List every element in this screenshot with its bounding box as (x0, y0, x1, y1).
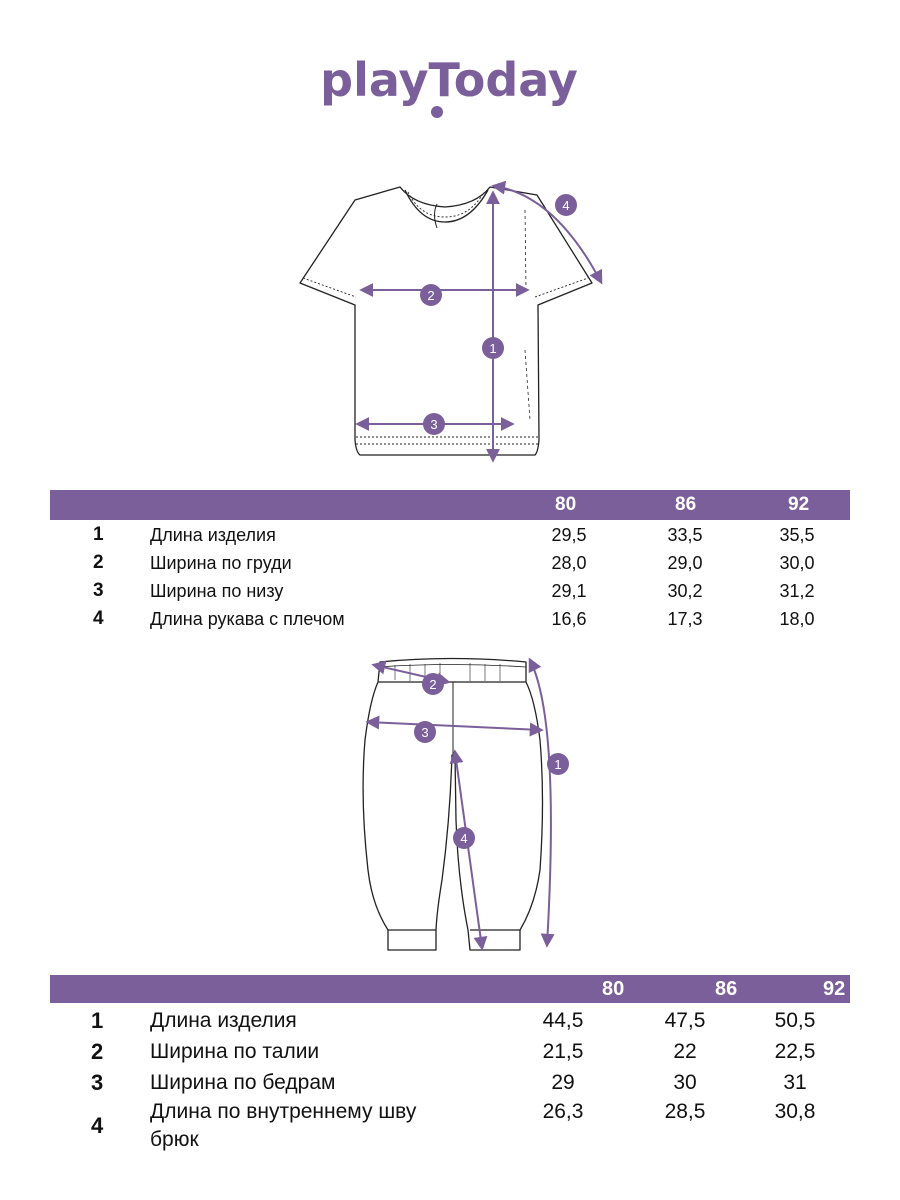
value-80: 44,5 (542, 1009, 584, 1032)
brand-logo-dot (431, 106, 443, 118)
row-label: Длина изделия (150, 525, 276, 545)
size-header-86: 86 (675, 494, 697, 515)
value-86: 30 (673, 1071, 697, 1094)
size-header-80: 80 (602, 978, 625, 1000)
pants-row-2: 2 Ширина по талии 21,5 22 22,5 (50, 1039, 850, 1065)
value-80: 21,5 (542, 1040, 584, 1063)
row-number: 4 (91, 1113, 104, 1138)
value-86: 22 (673, 1040, 697, 1063)
pants-size-header: 80 86 92 (50, 975, 850, 1003)
pants-row-1: 1 Длина изделия 44,5 47,5 50,5 (50, 1008, 850, 1034)
pants-marker-2: 2 (422, 673, 444, 695)
row-label-line-2: брюк (150, 1128, 199, 1151)
value-80: 26,3 (542, 1100, 584, 1123)
pants-size-table: 80 86 92 1 Длина изделия 44,5 47,5 50,5 … (50, 975, 850, 1165)
pants-diagram: 1 2 3 4 (362, 657, 569, 951)
tshirt-marker-4: 4 (555, 194, 577, 216)
value-92: 31 (783, 1071, 807, 1094)
pants-marker-1: 1 (547, 753, 569, 775)
tshirt-marker-1: 1 (482, 337, 504, 359)
row-number: 1 (91, 1008, 104, 1033)
svg-text:4: 4 (460, 831, 467, 846)
value-92: 22,5 (774, 1040, 816, 1063)
svg-text:1: 1 (489, 341, 496, 356)
value-86: 28,5 (664, 1100, 706, 1123)
tshirt-row-3: 3 Ширина по низу 29,1 30,2 31,2 (50, 578, 850, 604)
tshirt-marker-2: 2 (420, 284, 442, 306)
value-86: 30,2 (667, 581, 703, 601)
pants-row-3: 3 Ширина по бедрам 29 30 31 (50, 1070, 850, 1096)
row-number: 2 (91, 1039, 104, 1064)
value-80: 29,5 (551, 525, 587, 545)
svg-text:2: 2 (429, 677, 436, 692)
pants-marker-4: 4 (453, 827, 475, 849)
value-92: 18,0 (779, 609, 815, 629)
size-header-92: 92 (788, 494, 810, 515)
svg-text:3: 3 (430, 417, 437, 432)
svg-text:3: 3 (421, 725, 428, 740)
tshirt-size-header: 80 86 92 (50, 490, 850, 520)
tshirt-diagram: 1 2 3 4 (299, 180, 603, 463)
value-80: 29 (551, 1071, 575, 1094)
row-label: Длина изделия (150, 1009, 297, 1032)
row-number: 2 (93, 552, 104, 573)
value-92: 50,5 (774, 1009, 816, 1032)
row-label-line-1: Длина по внутреннему шву (150, 1100, 417, 1123)
row-label: Длина рукава с плечом (150, 609, 345, 629)
value-92: 31,2 (779, 581, 815, 601)
tshirt-row-4: 4 Длина рукава с плечом 16,6 17,3 18,0 (50, 606, 850, 632)
pants-outline (362, 657, 544, 951)
row-label: Ширина по бедрам (150, 1071, 336, 1094)
pants-marker-3: 3 (414, 721, 436, 743)
value-86: 33,5 (667, 525, 703, 545)
brand-logo-text: playToday (320, 53, 578, 107)
tshirt-row-1: 1 Длина изделия 29,5 33,5 35,5 (50, 522, 850, 548)
row-number: 1 (93, 524, 104, 545)
tshirt-outline (299, 186, 593, 456)
tshirt-marker-3: 3 (423, 413, 445, 435)
value-86: 47,5 (664, 1009, 706, 1032)
tshirt-size-table: 80 86 92 1 Длина изделия 29,5 33,5 35,5 … (50, 490, 850, 640)
value-92: 30,8 (774, 1100, 816, 1123)
value-80: 28,0 (551, 553, 587, 573)
value-92: 30,0 (779, 553, 815, 573)
row-label: Ширина по низу (150, 581, 284, 601)
row-label: Ширина по груди (150, 553, 292, 573)
value-80: 16,6 (551, 609, 587, 629)
row-number: 3 (91, 1070, 104, 1095)
svg-text:4: 4 (562, 198, 569, 213)
value-86: 17,3 (667, 609, 703, 629)
row-label: Ширина по талии (150, 1040, 320, 1063)
size-header-92: 92 (823, 978, 846, 1000)
svg-text:1: 1 (554, 757, 561, 772)
value-80: 29,1 (551, 581, 587, 601)
value-92: 35,5 (779, 525, 815, 545)
tshirt-row-2: 2 Ширина по груди 28,0 29,0 30,0 (50, 550, 850, 576)
row-number: 4 (93, 608, 104, 629)
size-header-86: 86 (715, 978, 738, 1000)
row-number: 3 (93, 580, 104, 601)
size-header-80: 80 (555, 494, 577, 515)
value-86: 29,0 (667, 553, 703, 573)
brand-logo: playToday (320, 53, 578, 118)
pants-row-4: 4 Длина по внутреннему шву брюк 26,3 28,… (50, 1099, 850, 1155)
svg-text:2: 2 (427, 288, 434, 303)
